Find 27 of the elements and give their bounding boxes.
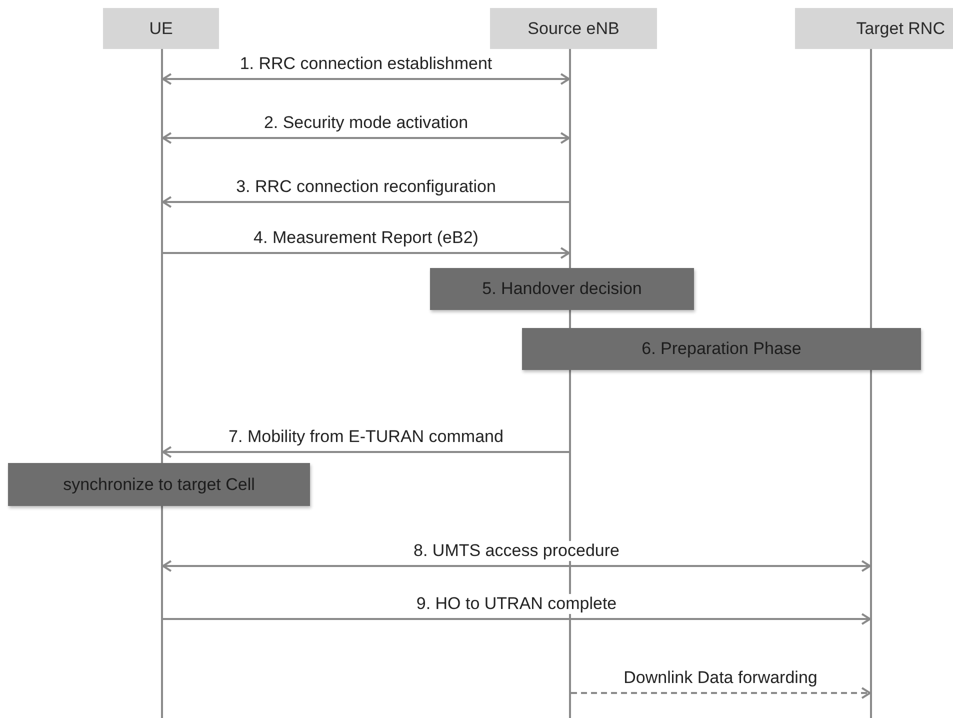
message-arrow <box>163 247 570 259</box>
edge-label: 9. HO to UTRAN complete <box>414 594 619 614</box>
edge-label: 8. UMTS access procedure <box>412 541 622 561</box>
participant-header <box>795 8 953 49</box>
participant-header <box>103 8 219 49</box>
edge-label: 4. Measurement Report (eB2) <box>252 228 480 248</box>
participant-name: Target RNC <box>856 18 945 38</box>
participant-name: Source eNB <box>528 18 620 38</box>
message-arrow <box>162 560 871 572</box>
message-arrow <box>162 196 569 208</box>
process-bar <box>8 463 310 506</box>
step-text: 5. Handover decision <box>482 279 642 299</box>
process-bar <box>522 328 921 370</box>
step-text: 6. Preparation Phase <box>642 339 802 359</box>
edge-label: 7. Mobility from E-TURAN command <box>226 427 506 447</box>
process-bar <box>430 268 694 310</box>
message-arrow <box>163 613 871 625</box>
message-arrow <box>162 132 570 144</box>
participant-name: UE <box>149 18 173 38</box>
lifeline <box>870 49 872 718</box>
lifeline <box>161 49 163 718</box>
message-arrow <box>162 73 570 85</box>
edge-label: 3. RRC connection reconfiguration <box>234 177 498 197</box>
message-arrow <box>162 446 569 458</box>
step-text: synchronize to target Cell <box>63 474 255 494</box>
message-arrow <box>571 687 871 699</box>
participant-header <box>490 8 657 49</box>
